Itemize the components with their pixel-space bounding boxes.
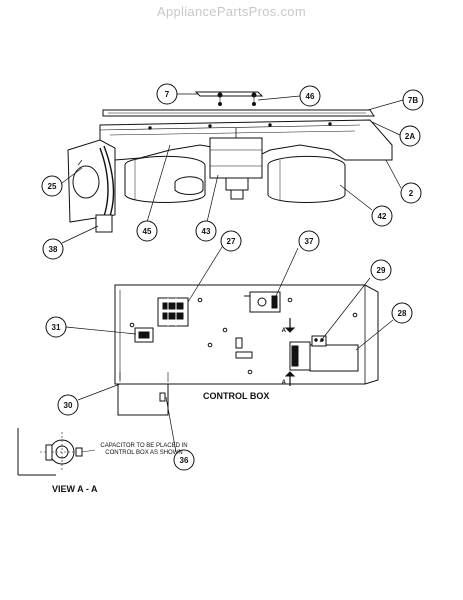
svg-text:27: 27	[227, 237, 236, 246]
callout-37: 37	[298, 230, 320, 252]
callout-2: 2	[400, 182, 422, 204]
svg-text:28: 28	[398, 309, 407, 318]
capacitor-note: CAPACITOR TO BE PLACED IN CONTROL BOX AS…	[94, 443, 194, 457]
svg-text:25: 25	[48, 182, 57, 191]
svg-text:2: 2	[409, 189, 414, 198]
svg-text:45: 45	[143, 227, 152, 236]
watermark: AppliancePartsPros.com	[157, 4, 306, 19]
callout-7b: 7B	[402, 89, 424, 111]
callout-27: 27	[220, 230, 242, 252]
terminal-block	[157, 297, 189, 327]
view-a-a-caption: VIEW A - A	[52, 484, 98, 494]
callout-2a: 2A	[399, 125, 421, 147]
rocker-switch	[134, 327, 154, 343]
leader-lines	[61, 93, 404, 453]
section-label-bottom: A	[282, 380, 287, 386]
left-capacitor-housing	[67, 139, 116, 233]
control-box-caption: CONTROL BOX	[203, 391, 270, 401]
capacitor-note-line-1: CAPACITOR TO BE PLACED IN	[100, 443, 188, 449]
svg-text:46: 46	[306, 92, 315, 101]
svg-text:7B: 7B	[408, 96, 418, 105]
relay	[244, 291, 281, 313]
left-blower-wheel	[124, 155, 206, 203]
svg-text:38: 38	[49, 245, 58, 254]
callout-28: 28	[391, 302, 413, 324]
svg-text:7: 7	[165, 90, 170, 99]
svg-text:31: 31	[52, 323, 61, 332]
blower-motor	[209, 128, 263, 200]
lower-cover	[117, 383, 169, 416]
svg-text:42: 42	[378, 212, 387, 221]
svg-text:30: 30	[64, 401, 73, 410]
top-rail	[102, 109, 375, 117]
callout-45: 45	[136, 220, 158, 242]
callout-7: 7	[156, 83, 178, 105]
view-a-a-detail	[17, 428, 96, 476]
callout-36: 36	[173, 449, 195, 471]
capacitor-note-line-2: CONTROL BOX AS SHOWN	[105, 450, 183, 456]
callout-46: 46	[299, 85, 321, 107]
right-blower-wheel	[267, 155, 346, 203]
callout-29: 29	[370, 259, 392, 281]
svg-text:36: 36	[180, 456, 189, 465]
capacitor-assembly	[289, 335, 359, 372]
callout-25: 25	[41, 175, 63, 197]
callout-30: 30	[57, 394, 79, 416]
svg-text:2A: 2A	[405, 132, 415, 141]
callout-42: 42	[371, 205, 393, 227]
section-mark-a	[284, 318, 296, 386]
svg-text:29: 29	[377, 266, 386, 275]
top-bracket	[194, 91, 264, 106]
callout-38: 38	[42, 238, 64, 260]
callout-31: 31	[45, 316, 67, 338]
callout-bubbles: 7 46 7B 2A 2 25 45 43 42 38 27 37 29 28 …	[41, 83, 424, 471]
svg-text:37: 37	[305, 237, 314, 246]
section-label-top: A	[282, 328, 287, 334]
svg-text:43: 43	[202, 227, 211, 236]
callout-43: 43	[195, 220, 217, 242]
